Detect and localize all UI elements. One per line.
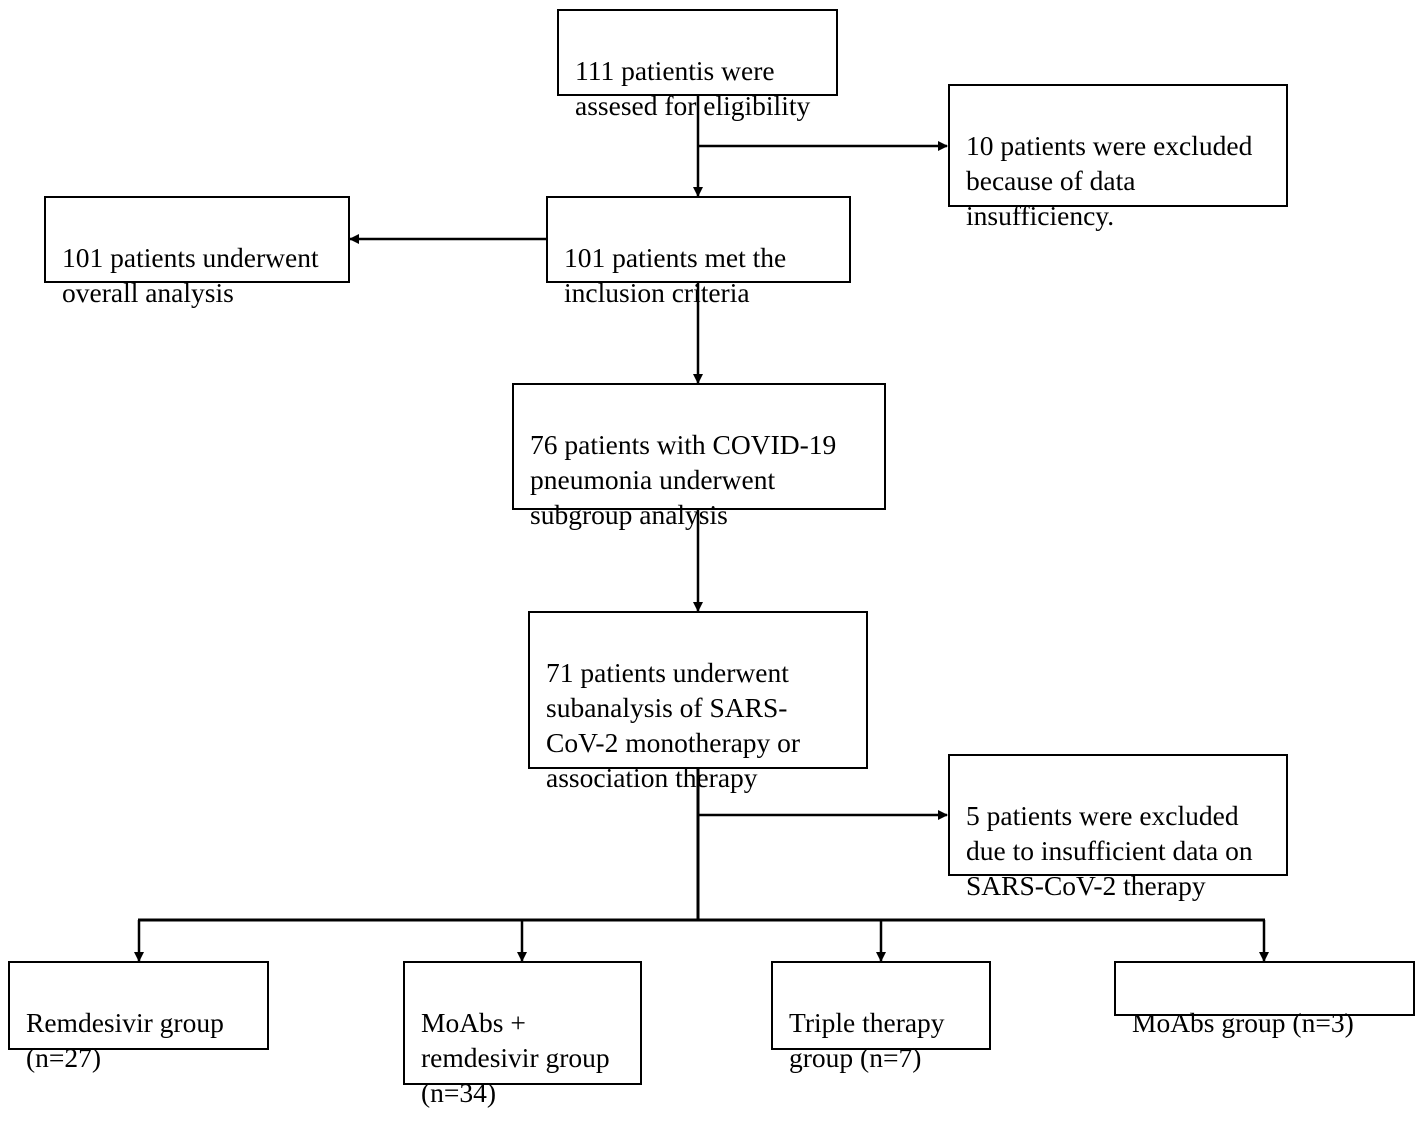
- box-excluded-therapy-text: 5 patients were excluded due to insuffic…: [966, 800, 1253, 901]
- box-assessed-for-eligibility: 111 patientis were assesed for eligibili…: [557, 9, 838, 121]
- box-moabs-remdesivir-group: MoAbs + remdesivir group (n=34): [403, 961, 642, 1108]
- box-subanalysis-text: 71 patients underwent subanalysis of SAR…: [546, 657, 801, 793]
- box-triple-text: Triple therapy group (n=7): [789, 1007, 945, 1073]
- box-moabs-group: MoAbs group (n=3): [1114, 961, 1415, 1038]
- box-pneumonia-subgroup: 76 patients with COVID-19 pneumonia unde…: [512, 383, 886, 530]
- box-excluded-data-insufficiency: 10 patients were excluded because of dat…: [948, 84, 1288, 231]
- box-moabs-remdesivir-text: MoAbs + remdesivir group (n=34): [421, 1007, 610, 1108]
- box-excluded-therapy-data: 5 patients were excluded due to insuffic…: [948, 754, 1288, 901]
- box-remdesivir-group: Remdesivir group (n=27): [8, 961, 269, 1073]
- box-remdesivir-text: Remdesivir group (n=27): [26, 1007, 224, 1073]
- box-overall-analysis: 101 patients underwent overall analysis: [44, 196, 350, 308]
- box-subanalysis-therapy: 71 patients underwent subanalysis of SAR…: [528, 611, 868, 793]
- flowchart-connectors: [134, 96, 1269, 962]
- box-moabs-text: MoAbs group (n=3): [1132, 1007, 1354, 1038]
- box-excluded-data-text: 10 patients were excluded because of dat…: [966, 130, 1253, 231]
- box-met-inclusion-criteria: 101 patients met the inclusion criteria: [546, 196, 851, 308]
- box-assessed-text: 111 patientis were assesed for eligibili…: [575, 55, 811, 121]
- box-overall-text: 101 patients underwent overall analysis: [62, 242, 319, 308]
- box-triple-therapy-group: Triple therapy group (n=7): [771, 961, 991, 1073]
- box-pneumonia-text: 76 patients with COVID-19 pneumonia unde…: [530, 429, 837, 530]
- box-met-criteria-text: 101 patients met the inclusion criteria: [564, 242, 787, 308]
